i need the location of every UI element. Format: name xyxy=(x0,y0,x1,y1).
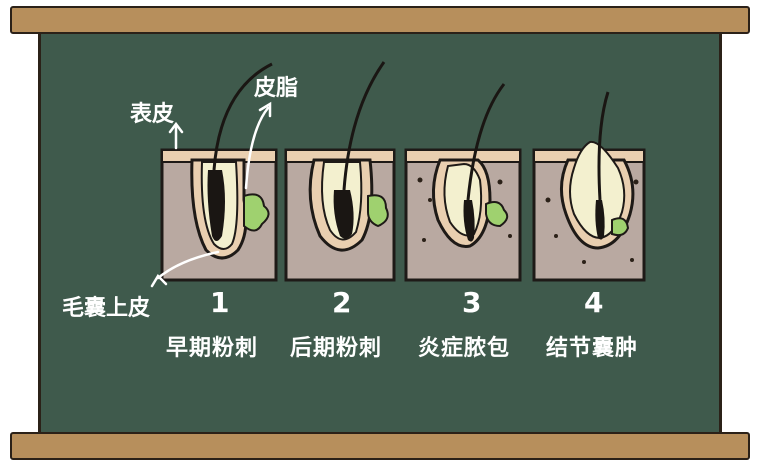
stage-3-number: 3 xyxy=(462,286,482,319)
panel-stage-4 xyxy=(532,91,646,282)
panel-stage-2 xyxy=(284,61,396,282)
stage-1-number: 1 xyxy=(210,286,230,319)
sebum-label: 皮脂 xyxy=(254,76,299,101)
follicle-epithelium-label: 毛囊上皮 xyxy=(62,296,151,321)
panel-stage-3 xyxy=(404,83,522,282)
panel-stage-1 xyxy=(160,62,278,282)
stage-3-name: 炎症脓包 xyxy=(418,336,511,361)
top-wood-rail xyxy=(10,6,750,34)
annotation-arrows xyxy=(150,101,272,288)
stage-1-name: 早期粉刺 xyxy=(166,336,259,361)
stage-4-name: 结节囊肿 xyxy=(546,336,639,361)
bottom-wood-rail xyxy=(10,432,750,460)
stage-2-name: 后期粉刺 xyxy=(290,336,383,361)
stage-2-number: 2 xyxy=(332,286,352,319)
stage-4-number: 4 xyxy=(584,286,604,319)
epidermis-label: 表皮 xyxy=(130,102,175,127)
